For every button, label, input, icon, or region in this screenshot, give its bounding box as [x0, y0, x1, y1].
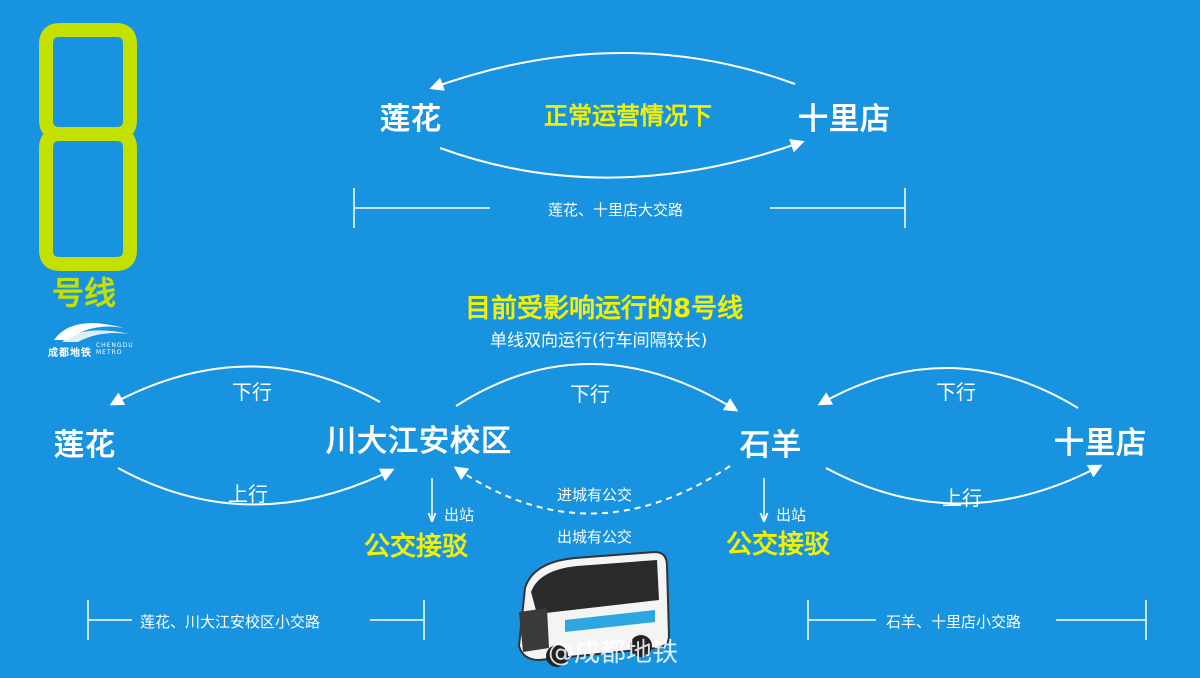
left-up-label: 上行	[228, 482, 268, 506]
bus-icon	[517, 550, 671, 667]
mid-arc-dashed	[453, 465, 731, 515]
normal-span-label: 莲花、十里店大交路	[548, 201, 684, 219]
metro-logo-en: CHENGDU METRO	[96, 342, 134, 356]
line-8-icon	[39, 23, 137, 271]
right-arc-bottom	[825, 464, 1103, 505]
into-city-bus-label: 进城有公交	[557, 486, 633, 504]
bus-connect-chuanda: 公交接驳	[364, 532, 469, 562]
line-label: 号线	[52, 274, 117, 312]
span-right-label: 石羊、十里店小交路	[886, 613, 1022, 631]
metro-logo-icon	[54, 323, 130, 342]
exit-label-shiyang: 出站	[776, 506, 807, 524]
right-arc-top	[817, 367, 1079, 409]
affected-title: 目前受影响运行的8号线	[465, 294, 744, 324]
left-arc-bottom	[117, 467, 395, 506]
normal-caption: 正常运营情况下	[544, 102, 712, 130]
normal-arc-bottom	[439, 139, 805, 179]
normal-right-station: 十里店	[798, 102, 891, 137]
station-shiyang: 石羊	[740, 428, 802, 463]
normal-left-station: 莲花	[380, 102, 442, 137]
station-chuanda: 川大江安校区	[326, 424, 512, 459]
right-up-label: 上行	[942, 486, 982, 510]
mid-down-label: 下行	[570, 382, 610, 406]
station-shilidian: 十里店	[1054, 426, 1147, 461]
right-down-label: 下行	[936, 380, 976, 404]
left-arc-top	[109, 365, 381, 406]
metro-logo-cn: 成都地铁	[48, 348, 92, 359]
out-city-bus-label: 出城有公交	[557, 528, 633, 546]
station-lianhua: 莲花	[54, 428, 116, 463]
bus-connect-shiyang: 公交接驳	[726, 530, 831, 560]
normal-arc-top	[429, 52, 796, 91]
left-down-label: 下行	[232, 380, 272, 404]
affected-subtitle: 单线双向运行(行车间隔较长)	[490, 331, 708, 351]
span-left-label: 莲花、川大江安校区小交路	[140, 613, 321, 631]
watermark: @成都地铁	[548, 638, 679, 668]
mid-arc-top	[455, 363, 739, 412]
metro-logo: 成都地铁 CHENGDU METRO	[48, 318, 138, 359]
exit-label-chuanda: 出站	[444, 506, 475, 524]
